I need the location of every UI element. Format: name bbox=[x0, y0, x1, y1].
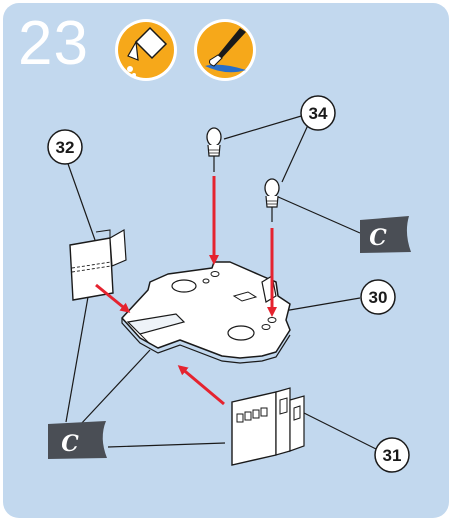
wall-panel-part bbox=[69, 229, 127, 301]
assembly-arrows bbox=[95, 176, 277, 406]
arrow-diagonal bbox=[177, 365, 225, 406]
flag-c-right: C bbox=[360, 216, 411, 253]
base-plate bbox=[121, 261, 291, 364]
svg-text:31: 31 bbox=[383, 446, 402, 465]
leader-lines bbox=[65, 113, 389, 456]
arrow-diagonal bbox=[95, 283, 131, 313]
svg-text:32: 32 bbox=[56, 138, 75, 157]
wall-panel-part bbox=[231, 387, 305, 466]
callout-34: 34 bbox=[300, 95, 336, 131]
paintbrush-icon bbox=[194, 19, 256, 81]
light-bulb-part bbox=[264, 178, 280, 222]
light-bulb-part bbox=[206, 127, 222, 172]
glue-bottle-icon bbox=[115, 19, 177, 81]
callout-30: 30 bbox=[360, 279, 396, 315]
svg-text:30: 30 bbox=[369, 288, 388, 307]
callout-31: 31 bbox=[374, 437, 410, 473]
svg-text:C: C bbox=[369, 225, 387, 251]
callout-32: 32 bbox=[47, 129, 83, 165]
svg-text:C: C bbox=[61, 431, 79, 457]
svg-text:34: 34 bbox=[309, 104, 328, 123]
step-number: 23 bbox=[18, 9, 89, 78]
flag-c-left: C bbox=[48, 421, 107, 459]
